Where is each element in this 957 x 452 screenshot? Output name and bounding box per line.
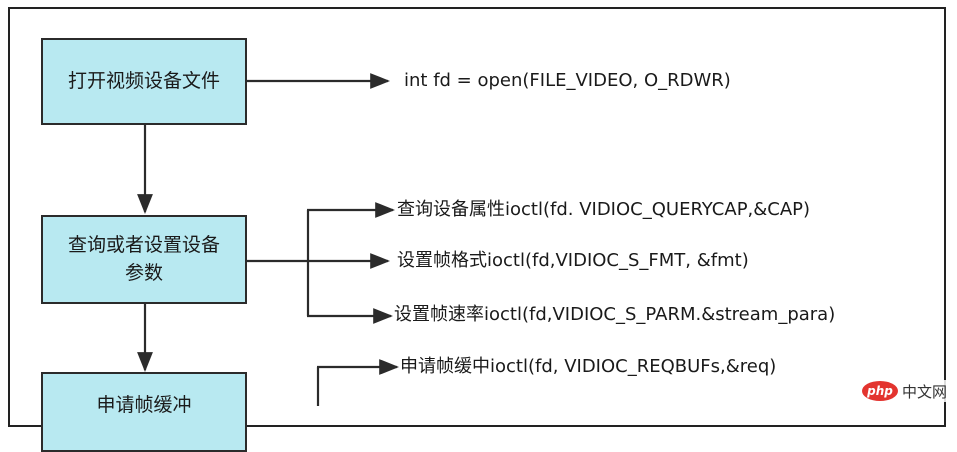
node-query-set-params-line-1: 查询或者设置设备 <box>67 233 220 256</box>
note-querycap: 查询设备属性ioctl(fd. VIDIOC_QUERYCAP,&CAP) <box>397 199 811 220</box>
node-open-device: 打开视频设备文件 <box>41 38 247 125</box>
note-s-fmt: 设置帧格式ioctl(fd,VIDIOC_S_FMT, &fmt) <box>397 250 749 271</box>
node-query-set-params: 查询或者设置设备 参数 <box>41 215 247 304</box>
site-watermark: php 中文网 <box>857 380 951 402</box>
node-open-device-label: 打开视频设备文件 <box>67 69 220 92</box>
node-query-set-params-line-2: 参数 <box>124 261 163 284</box>
note-open-command: int fd = open(FILE_VIDEO, O_RDWR) <box>404 70 731 91</box>
connector-layer <box>137 73 399 406</box>
note-reqbufs: 申请帧缓中ioctl(fd, VIDIOC_REQBUFs,&req) <box>400 356 777 377</box>
note-s-parm: 设置帧速率ioctl(fd,VIDIOC_S_PARM.&stream_para… <box>394 304 836 325</box>
watermark-logo: php <box>861 381 898 401</box>
node-request-framebuffer: 申请帧缓冲 <box>41 372 247 452</box>
watermark-text: 中文网 <box>901 382 947 401</box>
